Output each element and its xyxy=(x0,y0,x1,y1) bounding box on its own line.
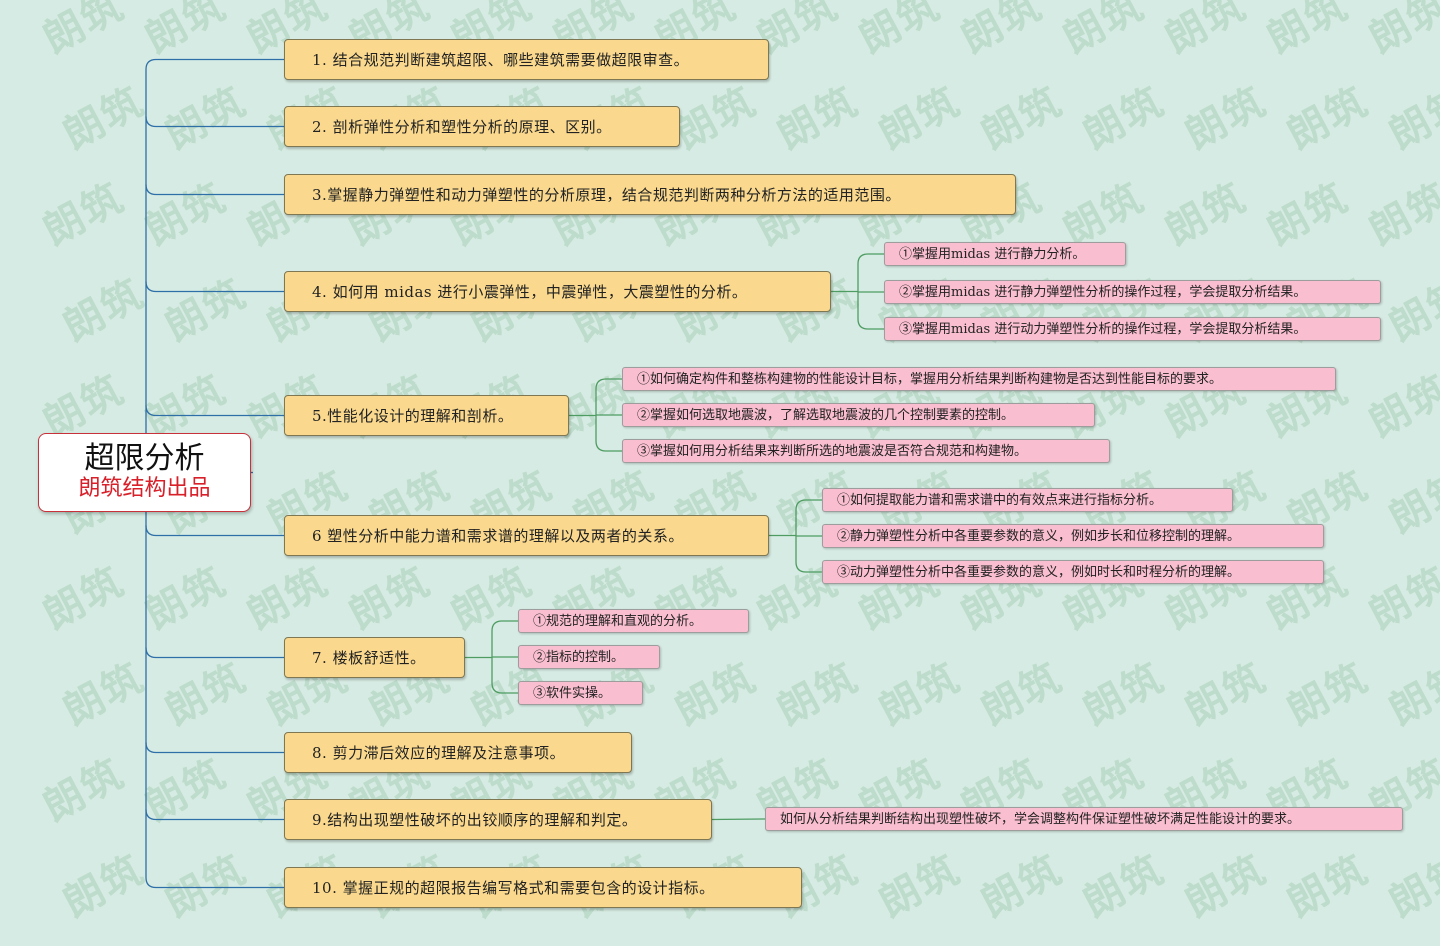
sub-link-4-3 xyxy=(857,318,884,330)
topic-7[interactable]: 7. 楼板舒适性。 xyxy=(284,637,465,678)
branch-line-3 xyxy=(145,184,284,196)
sub-link-4-1 xyxy=(857,253,884,265)
sub-link-6-3 xyxy=(795,561,822,573)
branch-line-4 xyxy=(145,281,284,293)
sub-link-5-1 xyxy=(595,378,622,390)
sub-link-6-1 xyxy=(795,499,822,511)
sub-link-9-1 xyxy=(711,818,766,821)
sub-link-7-1 xyxy=(491,620,518,632)
topic-7-sub-2[interactable]: ②指标的控制。 xyxy=(518,645,660,669)
topic-4-sub-3[interactable]: ③掌握用midas 进行动力弹塑性分析的操作过程，学会提取分析结果。 xyxy=(884,317,1381,341)
root-subtitle: 朗筑结构出品 xyxy=(78,476,211,501)
topic-9[interactable]: 9.结构出现塑性破坏的出铰顺序的理解和判定。 xyxy=(284,799,712,840)
topic-1[interactable]: 1. 结合规范判断建筑超限、哪些建筑需要做超限审查。 xyxy=(284,39,769,80)
topic-4[interactable]: 4. 如何用 midas 进行小震弹性，中震弹性，大震塑性的分析。 xyxy=(284,271,831,312)
branch-line-2 xyxy=(145,116,284,128)
sub-link-7-3 xyxy=(491,682,518,694)
topic-6[interactable]: 6 塑性分析中能力谱和需求谱的理解以及两者的关系。 xyxy=(284,515,769,556)
branch-line-5 xyxy=(145,405,284,417)
root-title: 超限分析 xyxy=(84,441,205,476)
topic-9-sub-1[interactable]: 如何从分析结果判断结构出现塑性破坏，学会调整构件保证塑性破坏满足性能设计的要求。 xyxy=(765,807,1403,831)
topic-8[interactable]: 8. 剪力滞后效应的理解及注意事项。 xyxy=(284,732,632,773)
topic-6-sub-2[interactable]: ②静力弹塑性分析中各重要参数的意义，例如步长和位移控制的理解。 xyxy=(822,524,1324,548)
topic-5-sub-3[interactable]: ③掌握如何用分析结果来判断所选的地震波是否符合规范和构建物。 xyxy=(622,439,1110,463)
root-node[interactable]: 超限分析 朗筑结构出品 xyxy=(38,433,251,512)
topic-5-sub-2[interactable]: ②掌握如何选取地震波，了解选取地震波的几个控制要素的控制。 xyxy=(622,403,1095,427)
topic-5-sub-1[interactable]: ①如何确定构件和整栋构建物的性能设计目标，掌握用分析结果判断构建物是否达到性能目… xyxy=(622,367,1336,391)
branch-line-6 xyxy=(145,525,284,537)
topic-2[interactable]: 2. 剖析弹性分析和塑性分析的原理、区别。 xyxy=(284,106,680,147)
topic-7-sub-1[interactable]: ①规范的理解和直观的分析。 xyxy=(518,609,749,633)
sub-link-5-3 xyxy=(595,440,622,452)
topic-3[interactable]: 3.掌握静力弹塑性和动力弹塑性的分析原理，结合规范判断两种分析方法的适用范围。 xyxy=(284,174,1016,215)
branch-line-7 xyxy=(145,647,284,659)
topic-6-sub-1[interactable]: ①如何提取能力谱和需求谱中的有效点来进行指标分析。 xyxy=(822,488,1233,512)
branch-line-8 xyxy=(145,742,284,754)
branch-line-10 xyxy=(145,877,284,889)
topic-5[interactable]: 5.性能化设计的理解和剖析。 xyxy=(284,395,569,436)
topic-7-sub-3[interactable]: ③软件实操。 xyxy=(518,681,643,705)
branch-line-1 xyxy=(145,58,284,70)
topic-4-sub-2[interactable]: ②掌握用midas 进行静力弹塑性分析的操作过程，学会提取分析结果。 xyxy=(884,280,1381,304)
topic-10[interactable]: 10. 掌握正规的超限报告编写格式和需要包含的设计指标。 xyxy=(284,867,802,908)
topic-4-sub-1[interactable]: ①掌握用midas 进行静力分析。 xyxy=(884,242,1126,266)
branch-line-9 xyxy=(145,809,284,821)
topic-6-sub-3[interactable]: ③动力弹塑性分析中各重要参数的意义，例如时长和时程分析的理解。 xyxy=(822,560,1324,584)
